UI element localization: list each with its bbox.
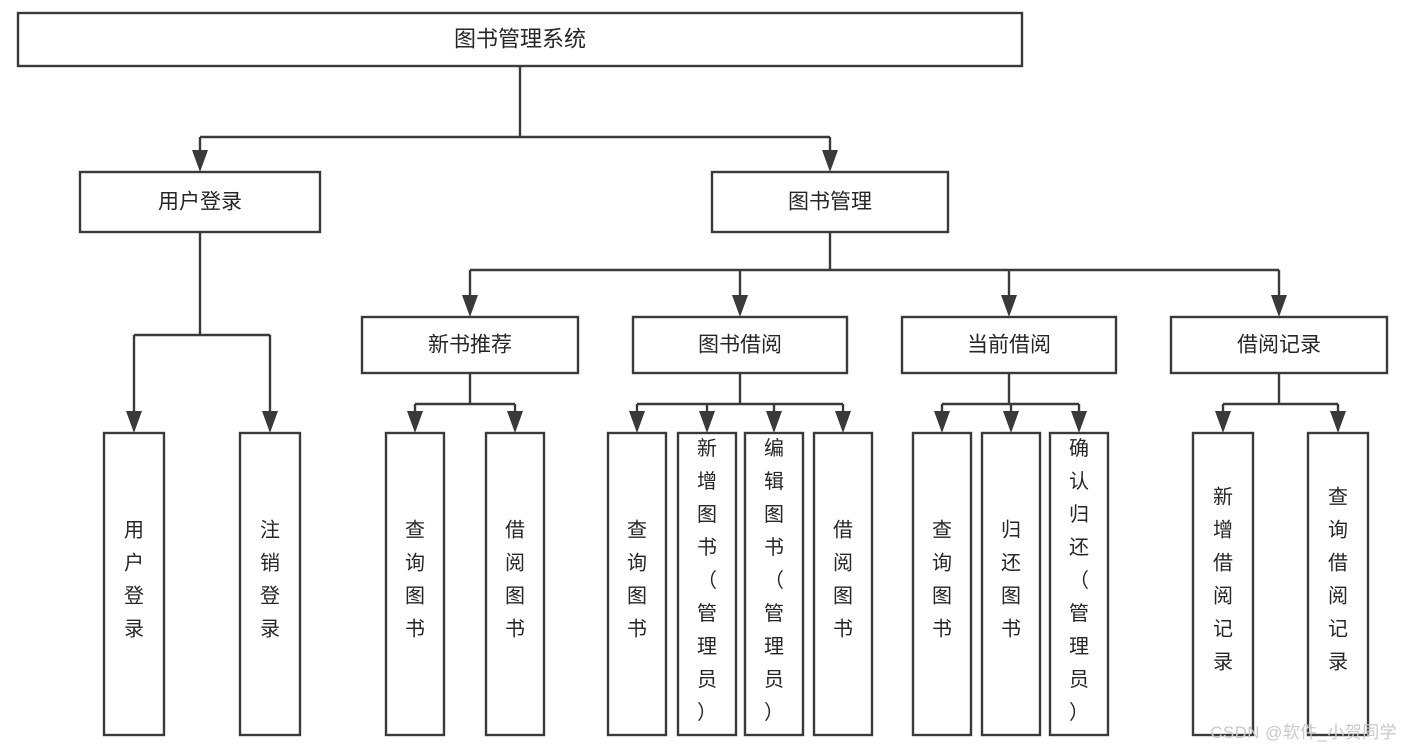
leaf-node-8-label: 查询图书 [932, 519, 952, 641]
arrow-head-icon [835, 411, 851, 433]
arrow-head-icon [192, 150, 208, 172]
leaf-node-10-box [1048, 431, 1110, 737]
level3-node-0[interactable]: 新书推荐 [360, 315, 580, 375]
leaf-node-11-box [1191, 431, 1255, 737]
leaf-node-1[interactable]: 注销登录 [238, 431, 302, 737]
leaf-node-3-box [484, 431, 546, 737]
root-node-label: 图书管理系统 [454, 26, 586, 51]
arrow-head-icon [934, 411, 950, 433]
leaf-node-6[interactable]: 编辑图书（管理员） [743, 431, 805, 737]
leaf-node-1-box [238, 431, 302, 737]
arrow-head-icon [1003, 411, 1019, 433]
level3-node-1[interactable]: 图书借阅 [631, 315, 849, 375]
level3-node-3[interactable]: 借阅记录 [1169, 315, 1389, 375]
leaf-node-12-label: 查询借阅记录 [1328, 486, 1348, 674]
arrow-head-icon [1071, 411, 1087, 433]
level3-node-1-label: 图书借阅 [698, 334, 782, 357]
arrow-head-icon [407, 411, 423, 433]
arrow-head-icon [1215, 411, 1231, 433]
leaf-node-3[interactable]: 借阅图书 [484, 431, 546, 737]
leaf-node-7[interactable]: 借阅图书 [812, 431, 874, 737]
leaf-node-5-box [676, 431, 738, 737]
leaf-node-4[interactable]: 查询图书 [606, 431, 668, 737]
arrow-head-icon [1271, 295, 1287, 317]
arrow-head-icon [822, 150, 838, 172]
level3-node-2-label: 当前借阅 [967, 334, 1051, 357]
arrow-head-icon [262, 411, 278, 433]
arrow-head-icon [462, 295, 478, 317]
level3-node-3-box [1169, 315, 1389, 375]
leaf-node-4-label: 查询图书 [627, 519, 647, 641]
level2-node-1-label: 图书管理 [788, 191, 872, 214]
level3-node-3-label: 借阅记录 [1237, 334, 1321, 357]
leaf-node-11-label: 新增借阅记录 [1213, 486, 1233, 674]
arrow-head-icon [507, 411, 523, 433]
level3-node-0-label: 新书推荐 [428, 334, 512, 357]
leaf-node-0[interactable]: 用户登录 [102, 431, 166, 737]
level2-node-0[interactable]: 用户登录 [78, 170, 322, 234]
watermark-text: CSDN @软件_小贺同学 [1210, 723, 1397, 742]
leaf-node-6-label: 编辑图书（管理员） [764, 437, 784, 724]
leaf-node-9-box [980, 431, 1042, 737]
leaf-node-0-box [102, 431, 166, 737]
node-layer: 图书管理系统用户登录图书管理新书推荐图书借阅当前借阅借阅记录用户登录注销登录查询… [16, 11, 1389, 737]
leaf-node-0-label: 用户登录 [124, 520, 144, 641]
level2-node-1[interactable]: 图书管理 [710, 170, 950, 234]
leaf-node-12-box [1306, 431, 1370, 737]
leaf-node-2-label: 查询图书 [405, 519, 425, 641]
level3-node-2[interactable]: 当前借阅 [900, 315, 1118, 375]
arrow-head-icon [699, 411, 715, 433]
arrow-head-icon [1001, 295, 1017, 317]
arrow-head-icon [629, 411, 645, 433]
leaf-node-9[interactable]: 归还图书 [980, 431, 1042, 737]
arrow-head-icon [766, 411, 782, 433]
root-node-box [16, 11, 1024, 68]
arrow-head-icon [1330, 411, 1346, 433]
level3-node-1-box [631, 315, 849, 375]
leaf-node-4-box [606, 431, 668, 737]
root-node[interactable]: 图书管理系统 [16, 11, 1024, 68]
leaf-node-11[interactable]: 新增借阅记录 [1191, 431, 1255, 737]
leaf-node-7-box [812, 431, 874, 737]
leaf-node-8-box [911, 431, 973, 737]
leaf-node-6-box [743, 431, 805, 737]
level3-node-0-box [360, 315, 580, 375]
leaf-node-9-label: 归还图书 [1001, 519, 1021, 641]
leaf-node-10[interactable]: 确认归还（管理员） [1048, 431, 1110, 737]
level2-node-0-box [78, 170, 322, 234]
leaf-node-5[interactable]: 新增图书（管理员） [676, 431, 738, 737]
leaf-node-1-label: 注销登录 [260, 519, 280, 641]
level2-node-1-box [710, 170, 950, 234]
level2-node-0-label: 用户登录 [158, 191, 242, 214]
leaf-node-2-box [384, 431, 446, 737]
leaf-node-5-label: 新增图书（管理员） [697, 437, 717, 724]
arrow-head-icon [126, 411, 142, 433]
leaf-node-3-label: 借阅图书 [505, 519, 525, 641]
leaf-node-8[interactable]: 查询图书 [911, 431, 973, 737]
arrow-head-icon [732, 295, 748, 317]
leaf-node-7-label: 借阅图书 [833, 519, 853, 641]
level3-node-2-box [900, 315, 1118, 375]
leaf-node-10-label: 确认归还（管理员） [1069, 437, 1089, 724]
leaf-node-12[interactable]: 查询借阅记录 [1306, 431, 1370, 737]
leaf-node-2[interactable]: 查询图书 [384, 431, 446, 737]
connector-layer [126, 66, 1346, 433]
